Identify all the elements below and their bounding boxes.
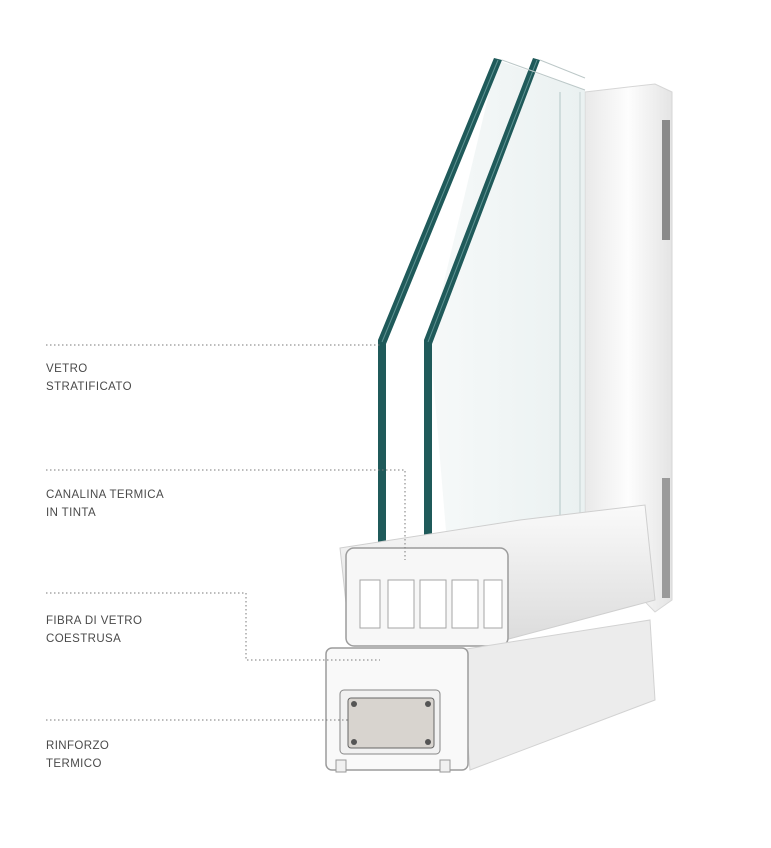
- sash-profile: [339, 504, 656, 647]
- laminated-glass-edges: [378, 58, 586, 580]
- frame-profile: [325, 619, 656, 773]
- label-line: COESTRUSA: [46, 633, 122, 645]
- label-line: RINFORZO: [46, 740, 110, 752]
- glass-panes: [430, 60, 585, 555]
- label-line: IN TINTA: [46, 507, 97, 519]
- label-fibra-di-vetro: FIBRA DI VETRO COESTRUSA: [46, 612, 142, 648]
- label-line: VETRO: [46, 363, 88, 375]
- label-line: CANALINA TERMICA: [46, 489, 165, 501]
- label-rinforzo-termico: RINFORZO TERMICO: [46, 737, 109, 773]
- leader-line-fibra: [46, 592, 380, 661]
- label-line: STRATIFICATO: [46, 381, 132, 393]
- label-vetro-stratificato: VETRO STRATIFICATO: [46, 360, 132, 396]
- label-line: TERMICO: [46, 758, 102, 770]
- leader-lines: [46, 344, 406, 721]
- label-line: FIBRA DI VETRO: [46, 615, 143, 627]
- label-canalina-termica: CANALINA TERMICA IN TINTA: [46, 486, 164, 522]
